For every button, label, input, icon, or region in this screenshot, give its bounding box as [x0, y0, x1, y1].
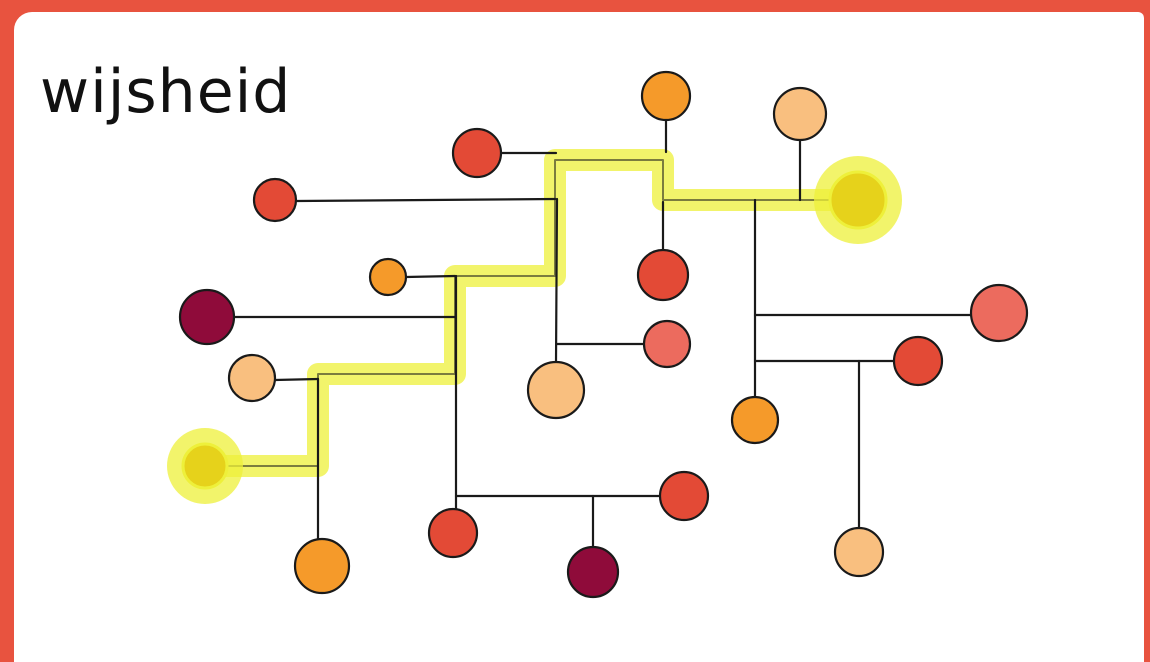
- node-n1: [252, 177, 298, 223]
- node-n10: [642, 319, 692, 369]
- node-n17: [427, 507, 479, 559]
- node-n19: [566, 545, 620, 599]
- node-n7: [178, 288, 236, 346]
- node-n2: [451, 127, 503, 179]
- node-n9: [227, 353, 277, 403]
- connector-line: [273, 377, 320, 382]
- node-n11: [526, 360, 586, 420]
- node-n18: [658, 470, 710, 522]
- node-n8: [636, 248, 690, 302]
- node-n16: [293, 537, 351, 595]
- node-n5-highlighted: [828, 170, 888, 230]
- node-n15-highlighted: [181, 442, 229, 490]
- connector-line: [404, 274, 457, 279]
- node-n6: [368, 257, 408, 297]
- node-n14: [730, 395, 780, 445]
- node-n3: [640, 70, 692, 122]
- connector-line: [554, 197, 559, 364]
- route-line: [205, 159, 858, 467]
- page-title: wijsheid: [40, 57, 292, 127]
- node-n4: [772, 86, 828, 142]
- connector-line: [295, 197, 557, 203]
- node-n13: [892, 335, 944, 387]
- node-n12: [969, 283, 1029, 343]
- node-n20: [833, 526, 885, 578]
